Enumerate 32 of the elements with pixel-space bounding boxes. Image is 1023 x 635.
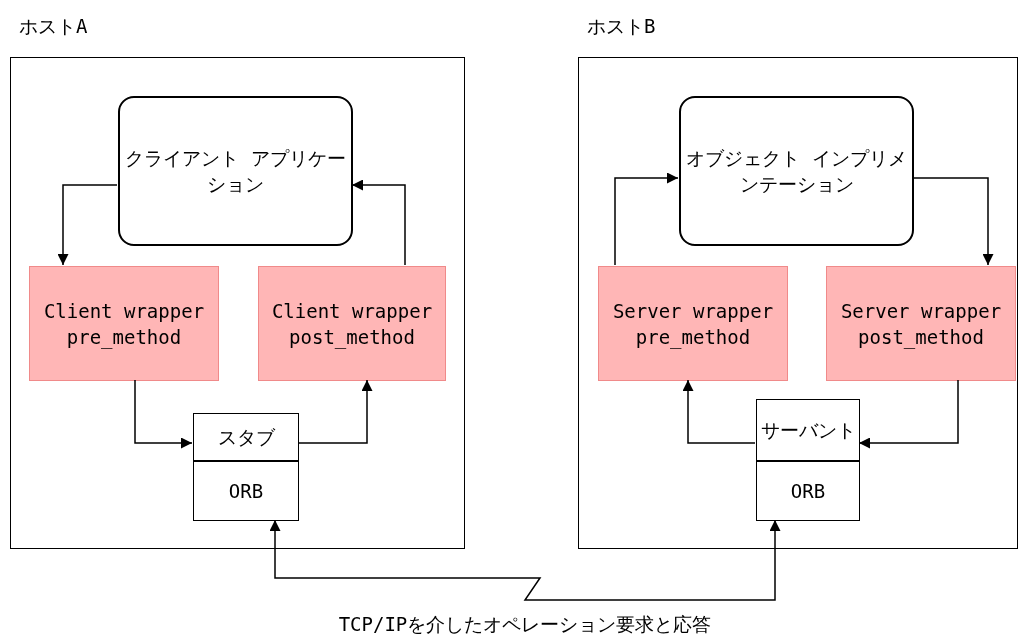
node-label: スタブ [217,425,275,450]
node-label: Client wrapper pre_method [42,298,206,350]
component-box [756,461,860,521]
arrow [858,379,959,449]
arrow [57,184,118,266]
arrow [614,172,679,266]
node-label: Server wrapper post_method [839,298,1003,350]
arrow [912,177,994,266]
node-label: ORB [790,479,826,504]
application-box [679,96,914,246]
wrapper-box [29,266,219,381]
node-label: Server wrapper pre_method [611,298,775,350]
wrapper-box [826,266,1016,381]
arrow [682,379,756,444]
host-heading: ホストA [19,14,88,39]
component-box [193,461,299,521]
node-label: クライアント アプリケーション [124,146,347,197]
arrow [269,519,781,601]
wrapper-box [598,266,788,381]
wrapper-box [258,266,446,381]
node-label: ORB [228,479,264,504]
arrow [297,379,373,444]
edge-label: TCP/IPを介したオペレーション要求と応答 [338,612,712,635]
component-box [193,413,299,461]
node-label: Client wrapper post_method [270,298,434,350]
application-box [118,96,353,246]
host-heading: ホストB [587,14,656,39]
arrow [351,179,406,266]
arrow [134,379,193,449]
component-box [756,399,860,461]
node-label: サーバント [760,418,856,443]
node-label: オブジェクト インプリメンテーション [685,146,908,197]
